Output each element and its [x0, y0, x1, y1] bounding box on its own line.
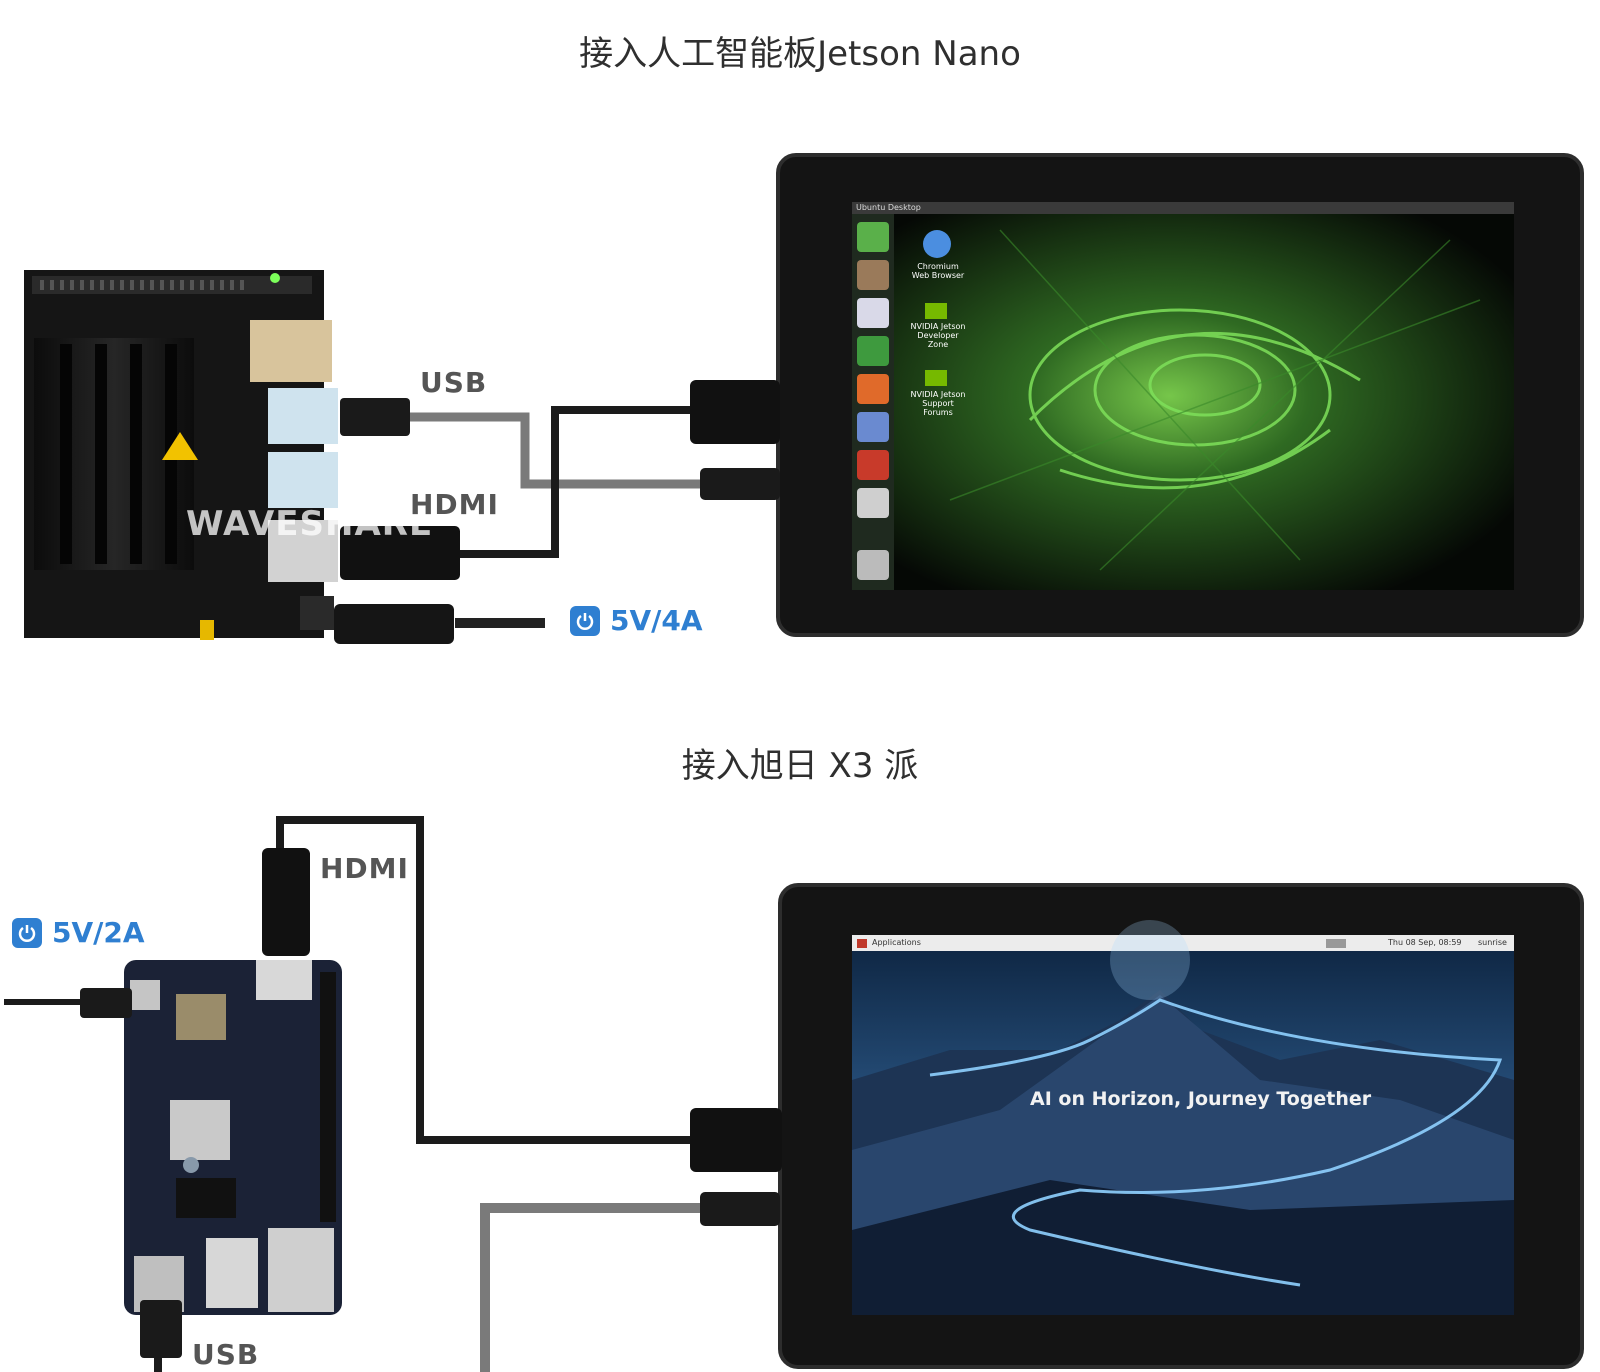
desktop-icon-label: Chromium Web Browser — [911, 262, 965, 280]
apps-menu-icon — [857, 939, 867, 948]
monitor-x3 — [778, 883, 1584, 1369]
usb-label-jetson: USB — [420, 366, 488, 399]
wifi-module — [176, 994, 226, 1040]
power-icon — [12, 917, 42, 948]
hdmi-port — [256, 960, 312, 1000]
usb-c-port — [130, 980, 160, 1010]
chromium-icon — [923, 230, 951, 258]
jetson-nano-board — [24, 270, 338, 640]
screen-jetson — [852, 202, 1514, 590]
power-spec-x3: 5V/2A — [12, 916, 145, 949]
launcher-icons — [857, 222, 889, 580]
usb-port — [268, 388, 338, 444]
power-plug — [334, 604, 454, 644]
x3-pi-board — [124, 960, 342, 1315]
power-spec-label: 5V/4A — [610, 604, 703, 637]
tray-icon — [1326, 939, 1346, 948]
connectors-jetson — [334, 380, 780, 644]
board-watermark: WAVESHARE — [186, 504, 434, 544]
hdmi-plug-monitor — [690, 1108, 782, 1172]
usb-plug-monitor — [700, 468, 780, 500]
gpio-header — [320, 972, 336, 1222]
desktop-icon-label: NVIDIA Jetson Support Forums — [910, 390, 966, 417]
usb-label-x3: USB — [192, 1338, 260, 1371]
usb-port — [206, 1238, 258, 1308]
ethernet-port — [250, 320, 332, 382]
hdmi-plug — [340, 526, 460, 580]
nvidia-icon — [925, 370, 947, 386]
warning-icon — [162, 432, 198, 460]
usb-port — [268, 452, 338, 508]
usb-plug — [340, 398, 410, 436]
dc-jack — [300, 596, 334, 630]
ethernet-port — [268, 1228, 334, 1312]
section-title-x3: 接入旭日 X3 派 — [681, 746, 919, 786]
power-icon — [570, 605, 600, 636]
monitor-jetson — [776, 153, 1584, 637]
power-spec-label: 5V/2A — [52, 916, 145, 949]
hdmi-plug — [262, 848, 310, 956]
xfce-clock: Thu 08 Sep, 08:59 — [1388, 938, 1462, 947]
desktop-icon-label: NVIDIA Jetson Developer Zone — [910, 322, 966, 349]
xfce-applications-menu: Applications — [872, 938, 921, 947]
xfce-user: sunrise — [1478, 938, 1507, 947]
xfce-topbar — [852, 935, 1514, 951]
cables-x3 — [4, 816, 700, 1372]
memory-chip — [176, 1178, 236, 1218]
soc-chip — [170, 1100, 230, 1160]
hdmi-port — [268, 520, 338, 582]
wallpaper-slogan: AI on Horizon, Journey Together — [1030, 1088, 1372, 1110]
connectors-x3 — [80, 848, 782, 1358]
ubuntu-topbar-title: Ubuntu Desktop — [856, 203, 921, 212]
nvidia-icon — [925, 303, 947, 319]
hdmi-plug-monitor — [690, 380, 780, 444]
hdmi-label-x3: HDMI — [320, 852, 409, 885]
usb-c-plug — [80, 988, 132, 1018]
cables-jetson — [408, 406, 700, 628]
power-spec-jetson: 5V/4A — [570, 604, 703, 637]
usb-plug — [140, 1300, 182, 1358]
hdmi-label-jetson: HDMI — [410, 488, 499, 521]
usb-plug-monitor — [700, 1192, 780, 1226]
section-title-jetson: 接入人工智能板Jetson Nano — [579, 34, 1021, 74]
ubuntu-topbar — [852, 202, 1514, 214]
